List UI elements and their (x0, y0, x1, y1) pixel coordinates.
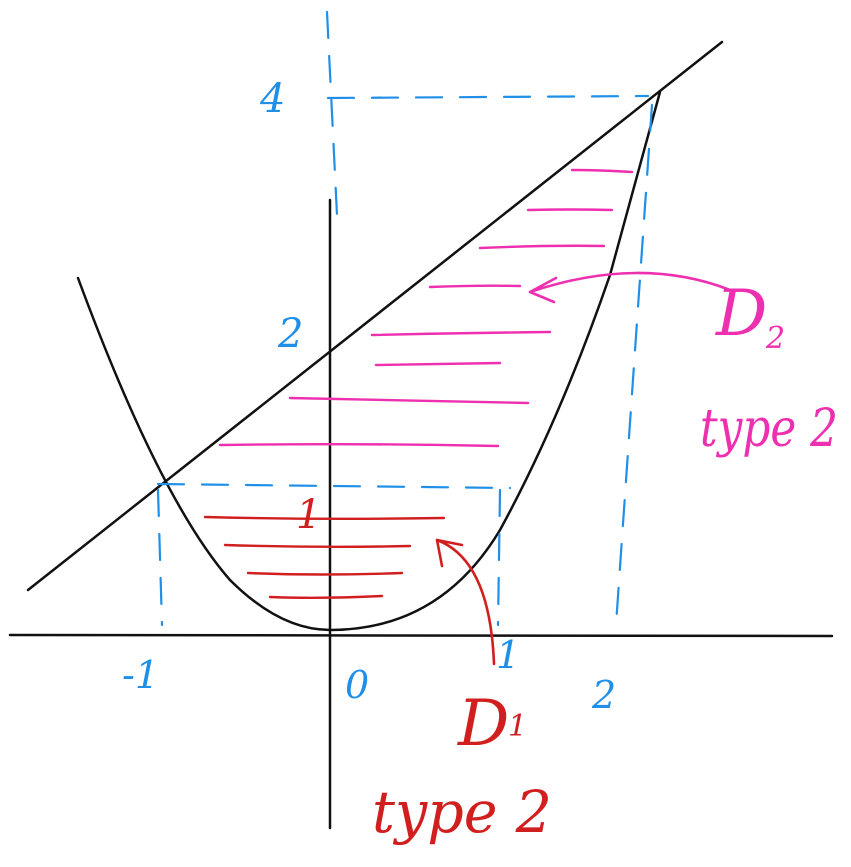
x-label-1: 1 (496, 633, 520, 677)
d2-hatch-line (526, 208, 614, 212)
d2-label: D 2 type 2 (700, 277, 838, 459)
d1-hatch-line (246, 571, 404, 576)
y-axis-labels: 1 2 4 (259, 76, 321, 538)
d1-label: D 1 type 2 (372, 687, 552, 846)
d2-hatch-line (374, 361, 502, 367)
d2-hatch-line (218, 443, 500, 448)
y-label-4: 4 (259, 76, 285, 122)
d2-hatch-line (428, 284, 522, 289)
d2-subscript: 2 (765, 321, 785, 356)
guide-y1 (156, 482, 512, 490)
x-label-0: 0 (345, 663, 369, 707)
guide-x-minus-1 (156, 488, 164, 627)
d1-hatch-line (223, 543, 412, 548)
d2-type: type 2 (700, 399, 838, 459)
y-label-1: 1 (296, 492, 321, 538)
d2-hatch-line (288, 396, 530, 405)
y-label-2: 2 (277, 311, 303, 357)
x-axis-labels: -1 0 1 2 (122, 633, 616, 717)
parabola-curve (76, 90, 662, 632)
d1-pointer-arrow (435, 538, 496, 666)
d1-type: type 2 (372, 778, 552, 846)
d2-hatch-line (370, 330, 552, 337)
guide-x1 (496, 488, 502, 627)
line-y-equals-x-plus-2 (26, 40, 724, 592)
d2-name: D (715, 277, 767, 351)
guide-y4 (326, 94, 650, 100)
arrows (435, 271, 732, 666)
d1-hatch-line (203, 515, 446, 520)
d1-name: D (457, 687, 509, 761)
dashed-guides (156, 10, 654, 627)
x-label-minus-1: -1 (122, 653, 159, 697)
d1-hatching (203, 515, 446, 599)
d2-hatch-line (570, 168, 634, 174)
d1-subscript: 1 (508, 709, 527, 744)
d2-hatch-line (478, 244, 606, 250)
axes (8, 198, 834, 830)
d2-hatching (218, 168, 634, 448)
x-label-2: 2 (591, 673, 616, 717)
d1-hatch-line (268, 594, 384, 599)
guide-y-upper (325, 10, 339, 217)
x-axis (8, 633, 834, 638)
d2-pointer-arrow (528, 271, 732, 304)
